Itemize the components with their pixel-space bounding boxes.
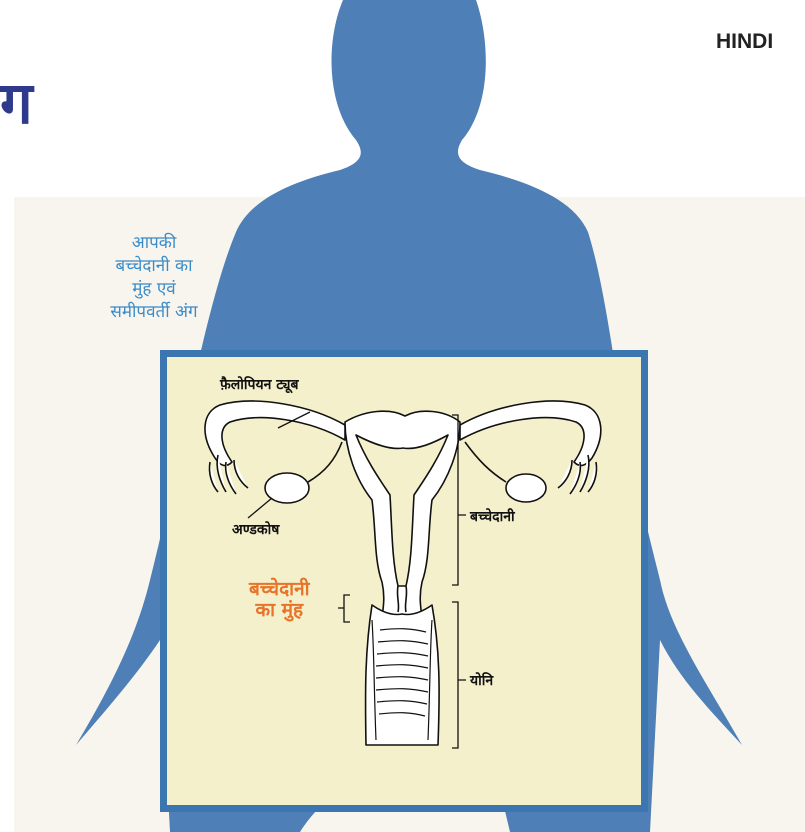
vagina-bracket (452, 602, 466, 748)
right-ovarian-ligament (465, 442, 506, 482)
intro-caption-line: मुंह एवं (64, 278, 244, 301)
left-fallopian-tube (205, 401, 345, 465)
language-tag: HINDI (716, 30, 773, 54)
intro-caption-line: आपकी (64, 232, 244, 255)
label-cervix: बच्चेदानी का मुंह (249, 579, 310, 621)
right-ovary (506, 474, 546, 502)
label-ovary: अण्डकोष (232, 520, 279, 539)
right-fallopian-tube (460, 401, 601, 465)
label-uterus: बच्चेदानी (470, 507, 515, 526)
label-vagina: योनि (470, 671, 493, 690)
uterine-cavity (356, 435, 448, 586)
label-fallopian-tube: फ़ैलोपियन ट्यूब (220, 375, 298, 394)
intro-caption-line: समीपवर्ती अंग (64, 301, 244, 324)
left-ovarian-ligament (308, 442, 342, 482)
label-cervix-line: का मुंह (249, 600, 310, 621)
intro-caption: आपकी बच्चेदानी का मुंह एवं समीपवर्ती अंग (64, 232, 244, 324)
reproductive-anatomy-diagram (160, 350, 648, 812)
cervix-bracket (338, 595, 350, 622)
ovary-pointer (248, 498, 272, 518)
page-title-fragment: ग (0, 73, 33, 133)
intro-caption-line: बच्चेदानी का (64, 255, 244, 278)
label-cervix-line: बच्चेदानी (249, 579, 310, 600)
